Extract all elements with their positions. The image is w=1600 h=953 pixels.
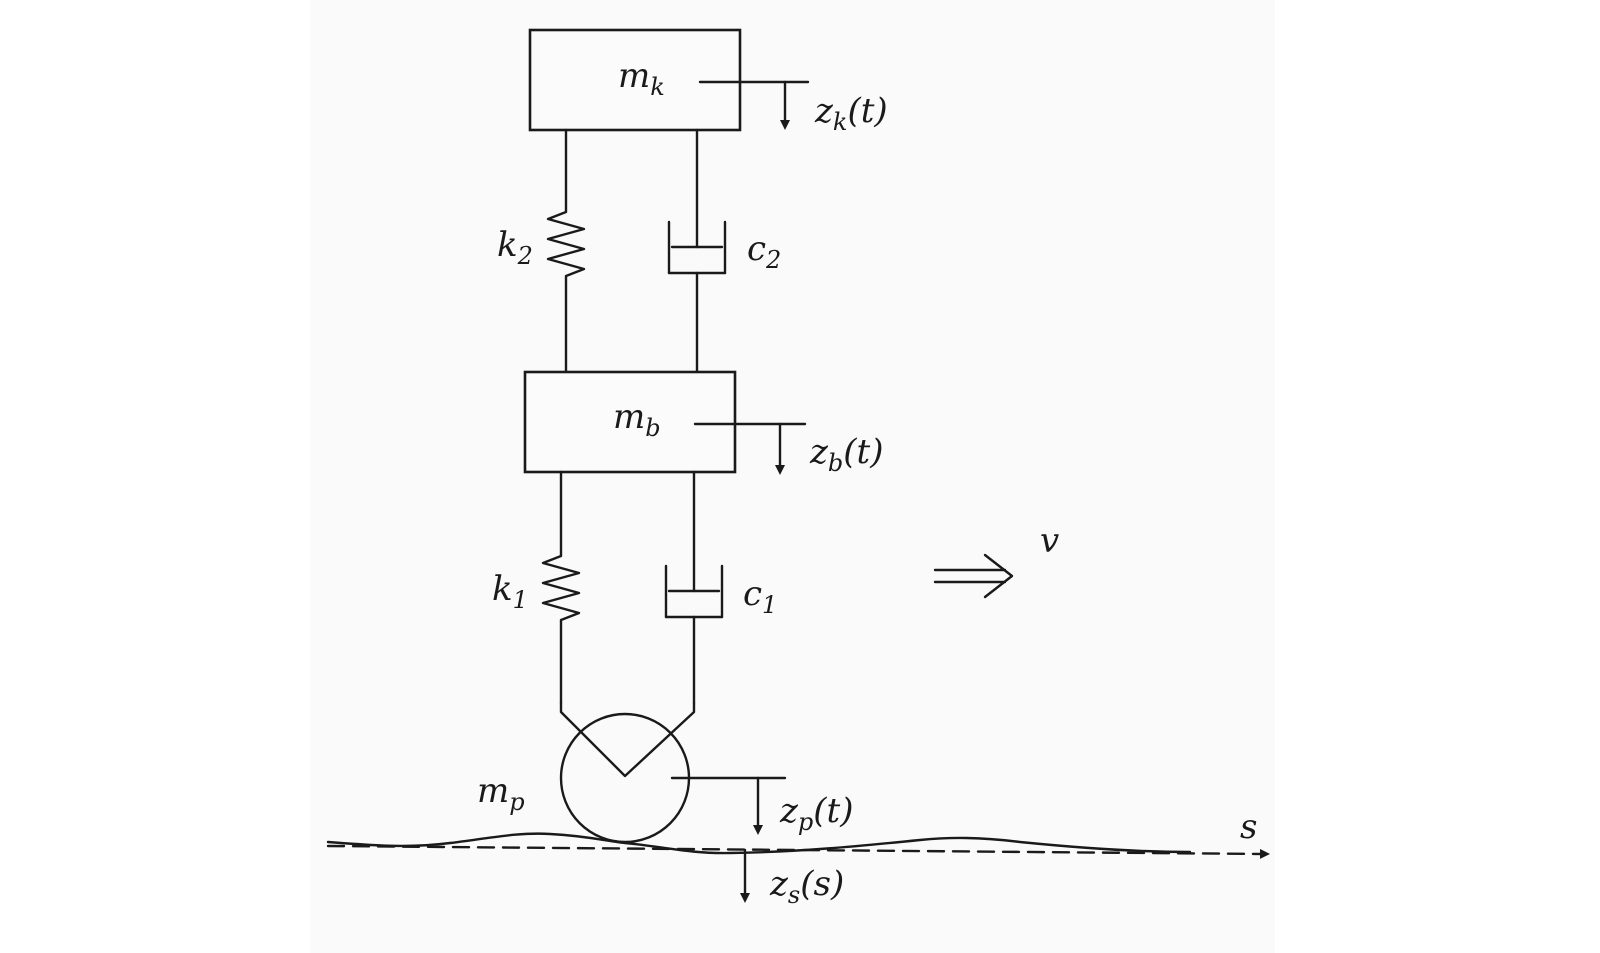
velocity-label: v (1040, 521, 1059, 561)
damper-c1-label: c1 (743, 574, 777, 619)
damper-c2 (667, 128, 727, 374)
s-axis-label: s (1240, 807, 1257, 847)
zs-label: zs(s) (769, 864, 844, 909)
damper-c1 (664, 470, 724, 705)
mass-mk-box (528, 28, 742, 132)
mass-mk-label: mk (618, 56, 665, 101)
zp-label: zp(t) (779, 791, 854, 836)
s-axis-baseline (326, 844, 1270, 859)
damper-c2-label: c2 (747, 229, 781, 274)
spring-k2-label: k2 (497, 225, 533, 270)
spring-k1 (541, 470, 581, 705)
mass-mb-box (523, 370, 737, 474)
mass-mb-label: mb (613, 397, 661, 442)
scanned-page-background (310, 0, 1275, 953)
spring-k1-label: k1 (492, 569, 528, 614)
zk-label: zk(t) (814, 91, 888, 136)
road-profile (326, 832, 1192, 855)
velocity-double-arrow (933, 553, 1014, 599)
spring-k2 (546, 128, 586, 374)
wheel-fork (559, 701, 696, 778)
zb-label: zb(t) (809, 432, 884, 477)
mass-mp-label: mp (477, 771, 525, 816)
